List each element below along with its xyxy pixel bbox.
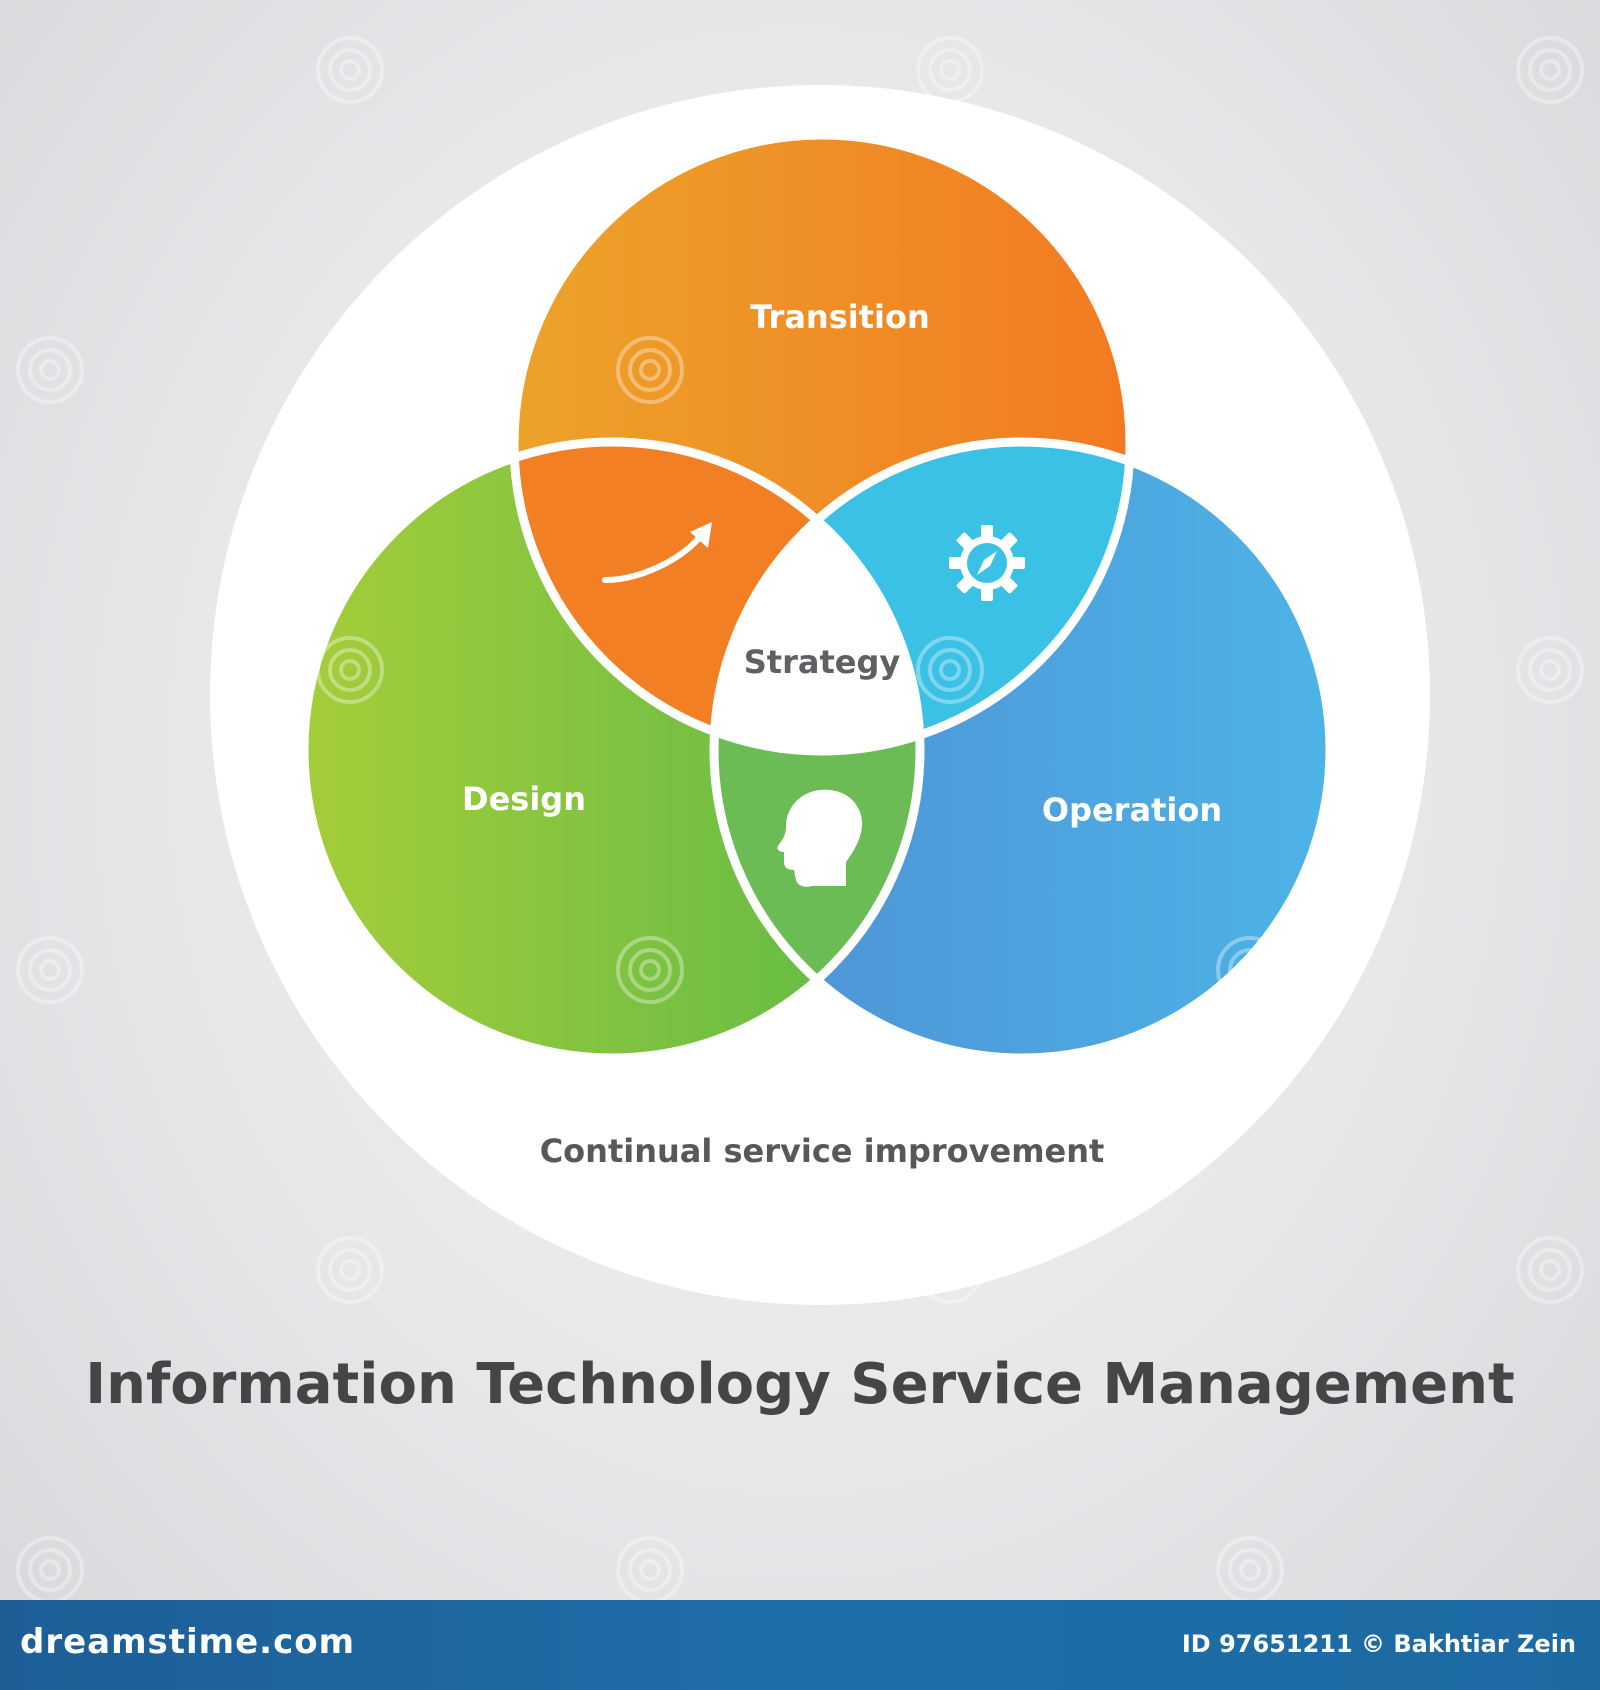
footer-bar: dreamstime.com ID 97651211 © Bakhtiar Ze… — [0, 1600, 1600, 1690]
operation-label: Operation — [1042, 791, 1222, 829]
footer-credit: ID 97651211 © Bakhtiar Zein — [1181, 1630, 1576, 1658]
footer-site-logo: dreamstime.com — [20, 1622, 356, 1662]
continual-improvement-label: Continual service improvement — [540, 1132, 1105, 1170]
page-title: Information Technology Service Managemen… — [85, 1352, 1515, 1417]
watermark-layer — [16, 36, 1584, 1600]
operation-outline — [709, 437, 1335, 1063]
transition-outline — [509, 130, 1135, 756]
strategy-label: Strategy — [744, 643, 901, 681]
head-profile-icon — [777, 789, 863, 887]
transition-label: Transition — [750, 298, 930, 336]
gear-compass-icon — [949, 525, 1025, 601]
venn-diagram: Transition Design Operation Strategy Con… — [16, 36, 1584, 1600]
design-outline — [299, 437, 925, 1063]
strategy-center — [714, 442, 920, 751]
growth-arrow-icon — [602, 522, 712, 583]
design-label: Design — [462, 780, 586, 818]
